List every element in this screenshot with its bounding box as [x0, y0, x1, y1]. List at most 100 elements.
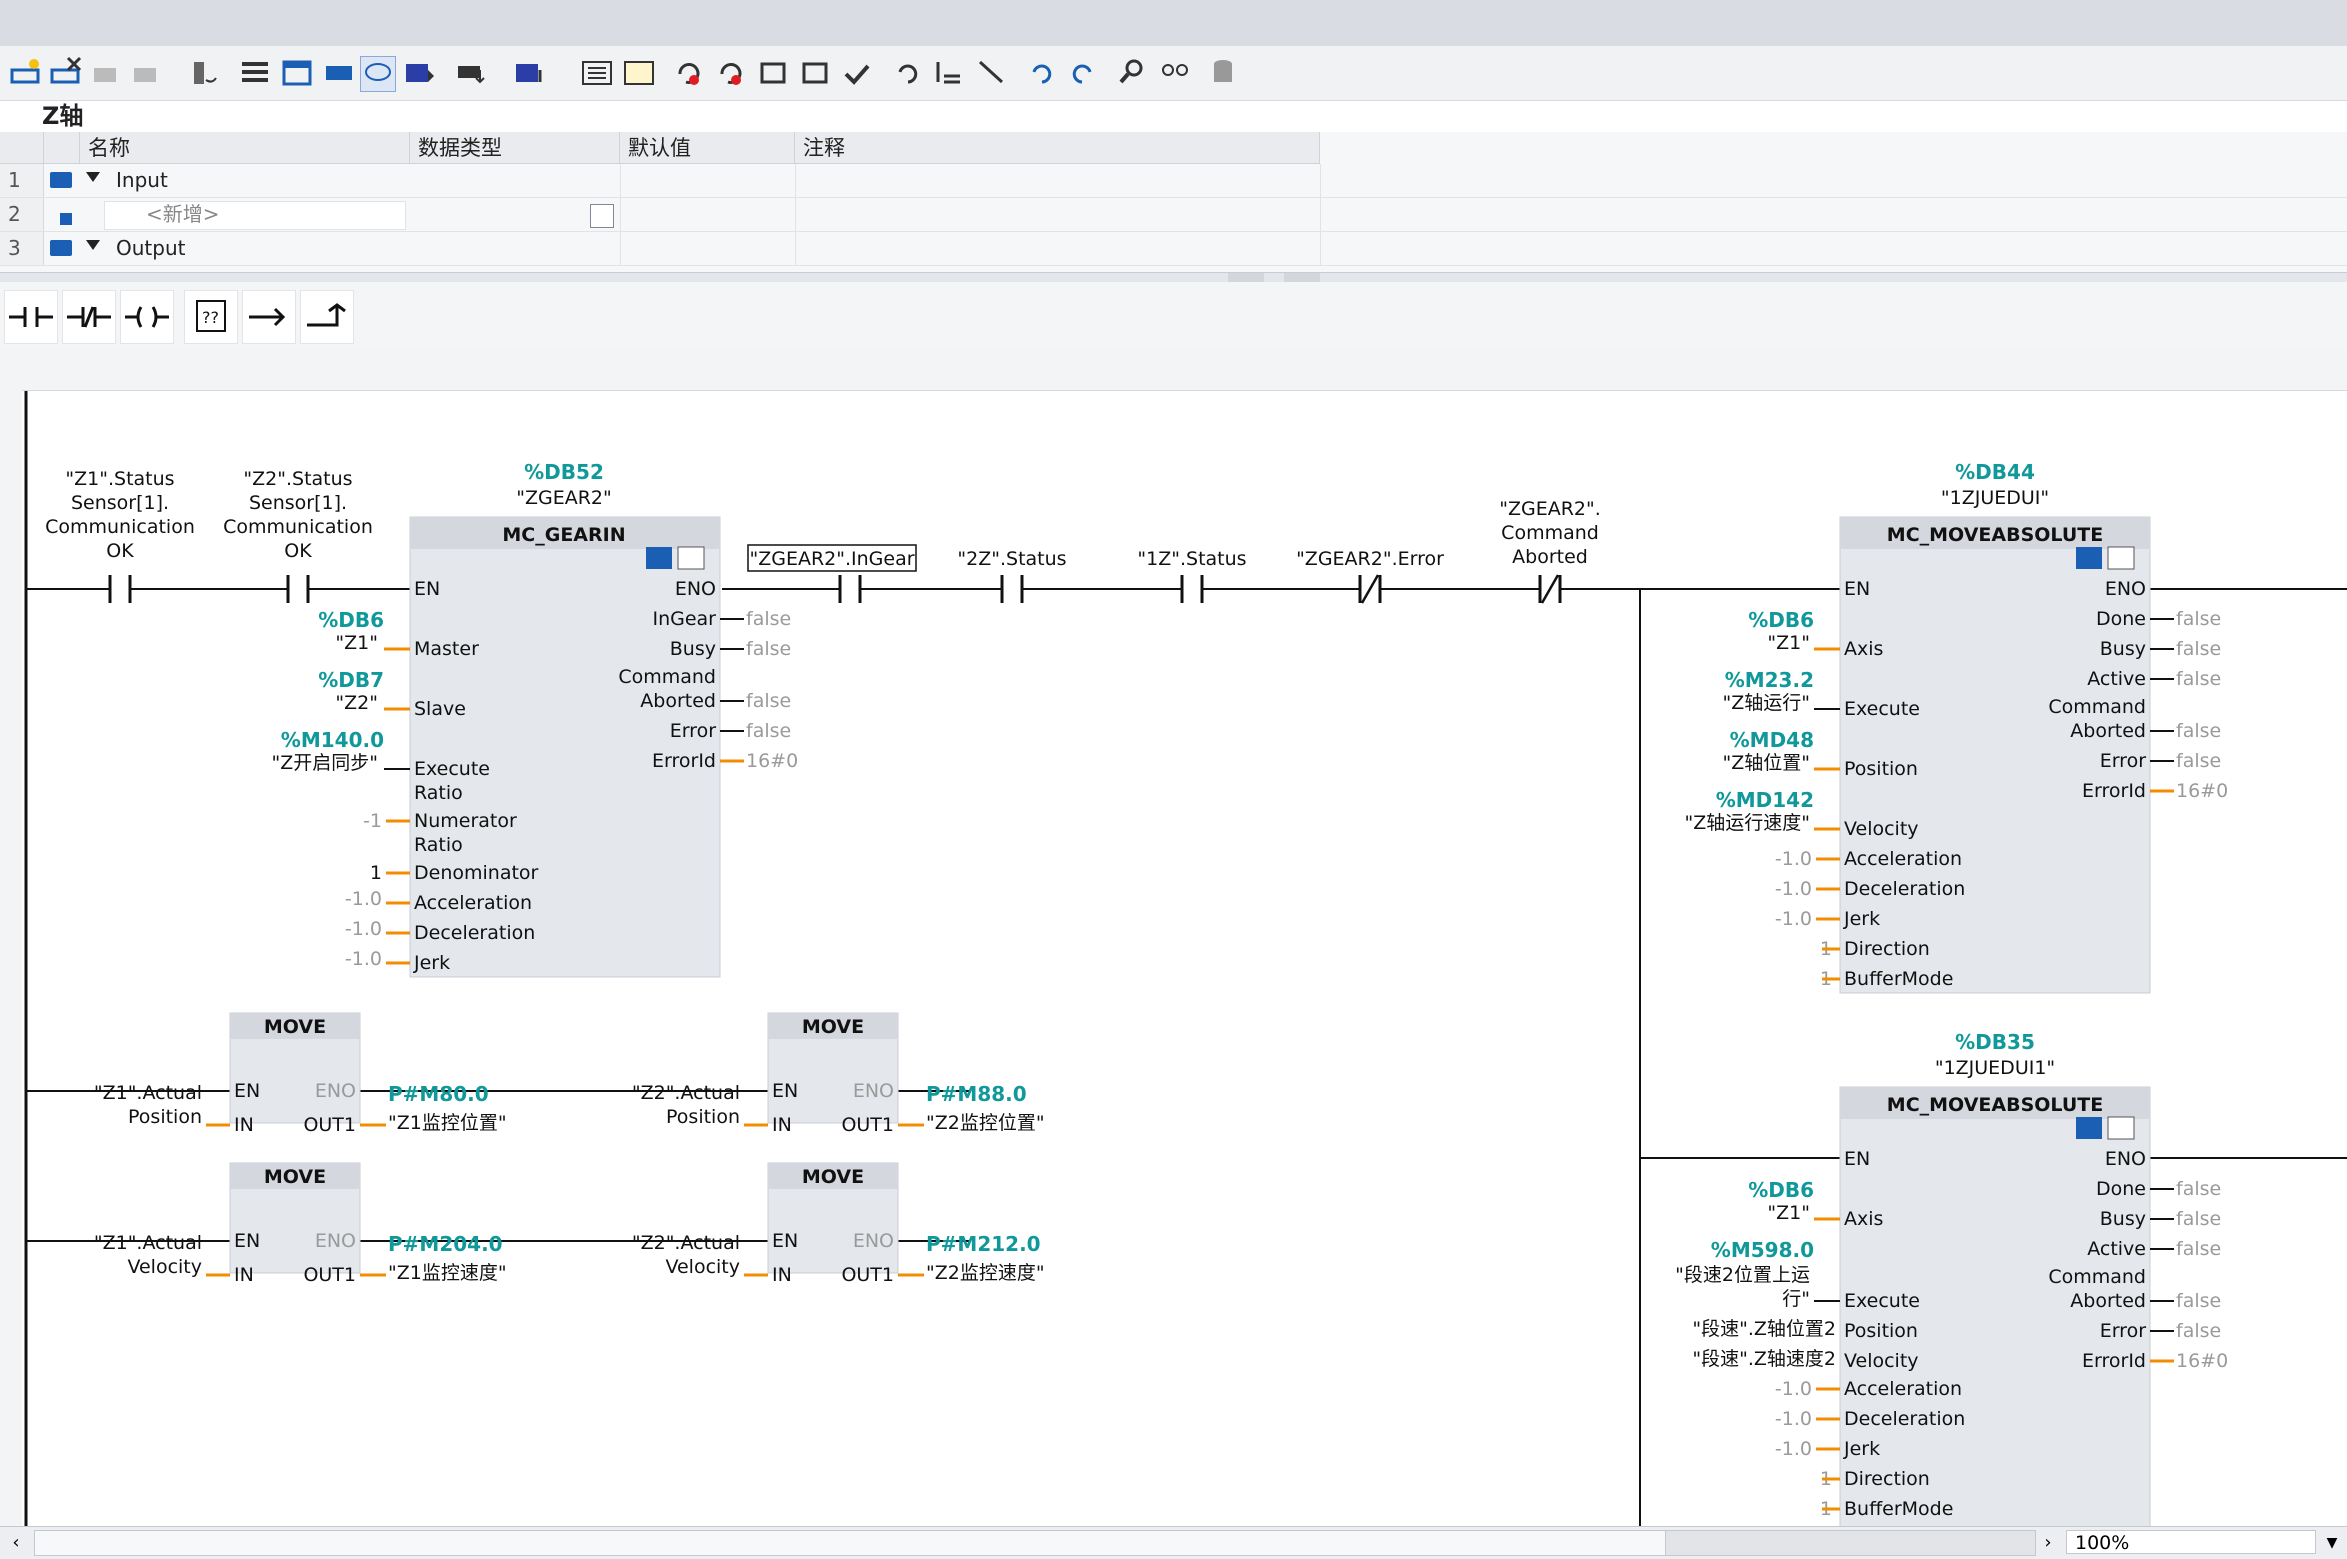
svg-text:Acceleration: Acceleration — [1844, 1378, 1962, 1400]
network-view-icon[interactable] — [322, 56, 356, 90]
mc-gearin-block[interactable]: %DB52 "ZGEAR2" MC_GEARIN EN ENO %DB6 "Z1… — [272, 460, 799, 978]
row-number: 3 — [0, 232, 44, 265]
svg-text:Acceleration: Acceleration — [414, 892, 532, 914]
reset-start-values-icon[interactable] — [186, 56, 220, 90]
toggle-list-icon[interactable] — [580, 56, 614, 90]
contact-zgear2-command-aborted-nc[interactable]: "ZGEAR2". Command Aborted — [1499, 498, 1601, 604]
highlight-icon[interactable] — [622, 56, 656, 90]
collapse-up-icon[interactable] — [1228, 273, 1264, 282]
move-block-z1-velocity[interactable]: MOVE EN ENO IN OUT1 "Z1".Actual Velocity… — [94, 1162, 507, 1286]
go-offline-icon[interactable] — [714, 56, 748, 90]
monitor-all-icon[interactable] — [798, 56, 832, 90]
column-header-comment[interactable]: 注释 — [795, 132, 1320, 164]
contact-zgear2-error-nc[interactable]: "ZGEAR2".Error — [1296, 548, 1444, 604]
no-contact-icon[interactable] — [4, 290, 58, 344]
glasses-icon[interactable] — [1158, 56, 1192, 90]
interface-row[interactable]: 1 Input — [0, 164, 2347, 198]
svg-text:Sensor[1].: Sensor[1]. — [71, 492, 169, 514]
column-header-datatype[interactable]: 数据类型 — [410, 132, 620, 164]
list-icon[interactable] — [238, 56, 272, 90]
svg-text:MOVE: MOVE — [264, 1016, 326, 1038]
update-icon[interactable] — [1066, 56, 1100, 90]
diagnostics-icon[interactable] — [2107, 1116, 2135, 1140]
scrollbar-thumb[interactable] — [35, 1531, 1666, 1555]
contact-zgear2-ingear[interactable]: "ZGEAR2".InGear — [747, 544, 917, 603]
scroll-left-icon[interactable]: ‹ — [12, 1532, 20, 1553]
comment-icon[interactable] — [360, 56, 396, 92]
refresh-icon[interactable] — [1024, 56, 1058, 90]
svg-text:false: false — [2176, 720, 2221, 742]
insert-network-icon[interactable] — [8, 56, 42, 90]
svg-text:ENO: ENO — [2105, 1148, 2146, 1170]
move-block-z1-position[interactable]: MOVE EN ENO IN OUT1 "Z1".Actual Position… — [94, 1012, 507, 1136]
instance-db-icon[interactable] — [646, 547, 672, 569]
column-header-name[interactable]: 名称 — [80, 132, 410, 164]
svg-text:Command: Command — [618, 666, 716, 688]
svg-text:Denominator: Denominator — [414, 862, 539, 884]
diagnostics-icon[interactable] — [2107, 546, 2135, 570]
instance-db-icon[interactable] — [2076, 1117, 2102, 1139]
indent-icon[interactable] — [932, 56, 966, 90]
move-block-z2-velocity[interactable]: MOVE EN ENO IN OUT1 "Z2".Actual Velocity… — [632, 1162, 1045, 1286]
empty-box-icon[interactable]: ?? — [184, 290, 238, 344]
svg-text:EN: EN — [414, 578, 440, 600]
horizontal-scrollbar[interactable] — [34, 1530, 2036, 1556]
delete-network-icon[interactable] — [48, 56, 82, 90]
svg-text:IN: IN — [234, 1264, 254, 1286]
contact-z1-communication-ok[interactable]: "Z1".Status Sensor[1]. Communication OK — [45, 468, 195, 603]
interface-row[interactable]: 2 <新增> — [0, 198, 2347, 232]
scroll-right-icon[interactable]: › — [2044, 1532, 2052, 1553]
verify-icon[interactable] — [840, 56, 874, 90]
svg-text:-1.0: -1.0 — [1775, 1408, 1812, 1430]
outdent-icon[interactable] — [974, 56, 1008, 90]
column-header-default[interactable]: 默认值 — [620, 132, 795, 164]
coil-icon[interactable] — [120, 290, 174, 344]
zoom-select[interactable]: 100% — [2066, 1530, 2316, 1554]
svg-text:"Z轴运行速度": "Z轴运行速度" — [1685, 812, 1811, 834]
svg-text:Aborted: Aborted — [1512, 546, 1588, 568]
expand-arrow-icon[interactable] — [86, 172, 100, 182]
new-item-input[interactable] — [104, 201, 406, 230]
nc-contact-icon[interactable] — [62, 290, 116, 344]
insert-row-icon[interactable] — [88, 56, 122, 90]
go-online-icon[interactable] — [672, 56, 706, 90]
compile-icon[interactable] — [512, 56, 546, 90]
mc-moveabsolute-block-1[interactable]: %DB44 "1ZJUEDUI" MC_MOVEABSOLUTE EN ENO … — [1685, 460, 2229, 994]
svg-text:OUT1: OUT1 — [303, 1114, 356, 1136]
search-icon[interactable] — [1116, 56, 1150, 90]
favorites-icon[interactable] — [402, 56, 436, 90]
collapse-down-icon[interactable] — [1284, 273, 1320, 282]
contact-1z-status[interactable]: "1Z".Status — [1137, 548, 1247, 603]
add-row-icon[interactable] — [128, 56, 162, 90]
close-branch-icon[interactable] — [300, 290, 354, 344]
svg-text:%M140.0: %M140.0 — [281, 728, 384, 752]
svg-text:MC_MOVEABSOLUTE: MC_MOVEABSOLUTE — [1887, 1094, 2103, 1116]
svg-text:%DB35: %DB35 — [1955, 1030, 2035, 1054]
move-block-z2-position[interactable]: MOVE EN ENO IN OUT1 "Z2".Actual Position… — [632, 1012, 1045, 1136]
svg-text:Aborted: Aborted — [2070, 1290, 2146, 1312]
contact-z2-communication-ok[interactable]: "Z2".Status Sensor[1]. Communication OK — [223, 468, 373, 603]
svg-text:Numerator: Numerator — [414, 810, 517, 832]
interface-row[interactable]: 3 Output — [0, 232, 2347, 266]
database-icon[interactable] — [1208, 56, 1242, 90]
svg-text:16#0: 16#0 — [746, 750, 798, 772]
icon-header — [44, 132, 80, 164]
window-icon[interactable] — [280, 56, 314, 90]
svg-text:Aborted: Aborted — [640, 690, 716, 712]
download-icon[interactable] — [454, 56, 488, 90]
open-branch-icon[interactable] — [242, 290, 296, 344]
svg-text:IN: IN — [772, 1114, 792, 1136]
contact-2z-status[interactable]: "2Z".Status — [957, 548, 1067, 603]
svg-text:%MD142: %MD142 — [1716, 788, 1814, 812]
instance-db-icon[interactable] — [2076, 547, 2102, 569]
jump-back-icon[interactable] — [890, 56, 924, 90]
datatype-dropdown-icon[interactable] — [590, 204, 614, 228]
expand-arrow-icon[interactable] — [86, 240, 100, 250]
zoom-dropdown-icon[interactable]: ▼ — [2326, 1535, 2338, 1551]
svg-text:MOVE: MOVE — [802, 1016, 864, 1038]
diagnostics-icon[interactable] — [677, 546, 705, 570]
svg-text:%DB6: %DB6 — [318, 608, 384, 632]
monitor-icon[interactable] — [756, 56, 790, 90]
svg-text:Command: Command — [2048, 696, 2146, 718]
mc-moveabsolute-block-2[interactable]: %DB35 "1ZJUEDUI1" MC_MOVEABSOLUTE EN ENO… — [1675, 1030, 2228, 1527]
